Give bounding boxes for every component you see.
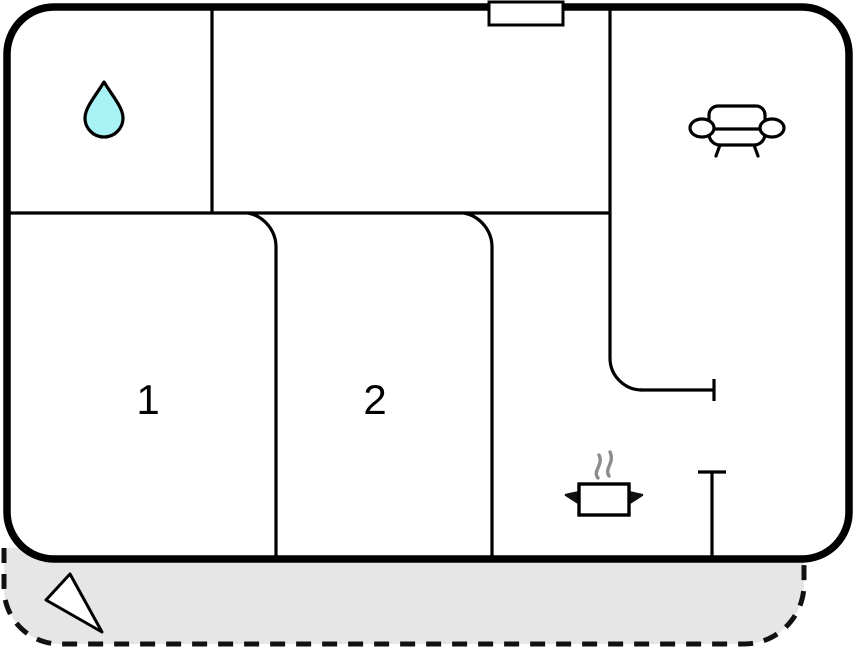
terrace-area xyxy=(1,548,807,647)
interior-walls xyxy=(8,9,726,559)
wall-room1-partition xyxy=(247,211,278,559)
steam-wisp-right xyxy=(606,450,613,478)
steam-wisp-left xyxy=(594,453,602,480)
terrace-dashed-outline xyxy=(1,548,807,647)
north-arrow-triangle xyxy=(44,572,104,634)
sofa-icon xyxy=(688,104,786,158)
pot-body xyxy=(577,482,631,517)
building-outer-wall xyxy=(3,3,853,563)
water-drop-shape xyxy=(83,80,125,139)
cooking-pot-icon xyxy=(564,450,644,517)
steam-lines xyxy=(594,450,613,480)
building-interior-fill xyxy=(7,7,849,559)
sofa-armrest-left xyxy=(688,117,716,139)
wall-room2-partition xyxy=(463,211,494,559)
north-arrow-icon xyxy=(44,572,104,634)
water-drop-icon xyxy=(83,80,125,139)
room-labels: 1 2 xyxy=(136,376,386,423)
sofa-leg-right xyxy=(752,143,760,158)
terrace-fill xyxy=(4,548,804,644)
wall-right-vertical xyxy=(608,9,643,392)
sofa-leg-left xyxy=(714,143,722,158)
sofa-armrest-right xyxy=(758,117,786,139)
room-label-1: 1 xyxy=(136,376,159,423)
building-outer-wall-stroke xyxy=(3,3,853,563)
top-window xyxy=(487,0,565,27)
window-glass xyxy=(493,6,559,21)
room-label-2: 2 xyxy=(363,376,386,423)
